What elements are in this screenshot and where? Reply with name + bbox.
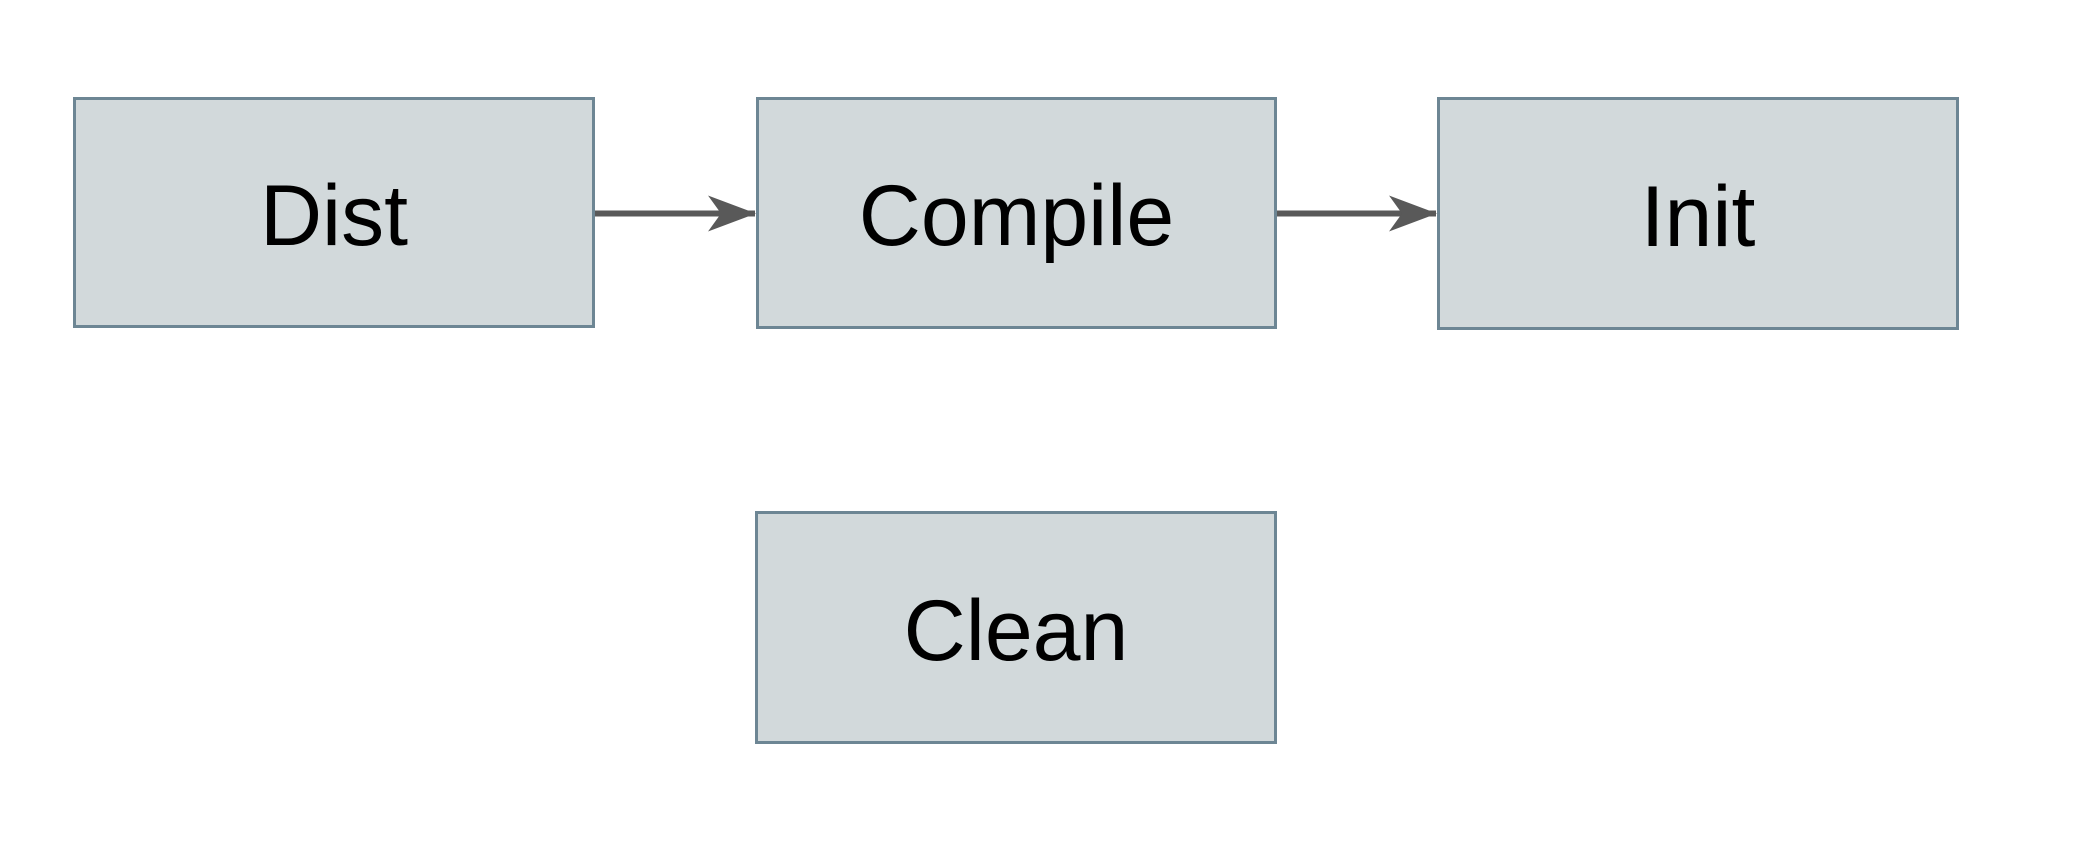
node-clean-label: Clean (903, 582, 1129, 679)
node-compile: Compile (756, 97, 1277, 329)
node-init-label: Init (1640, 168, 1756, 265)
node-dist: Dist (73, 97, 595, 328)
node-dist-label: Dist (259, 167, 409, 264)
node-init: Init (1437, 97, 1959, 330)
node-clean: Clean (755, 511, 1277, 744)
node-compile-label: Compile (858, 168, 1175, 264)
